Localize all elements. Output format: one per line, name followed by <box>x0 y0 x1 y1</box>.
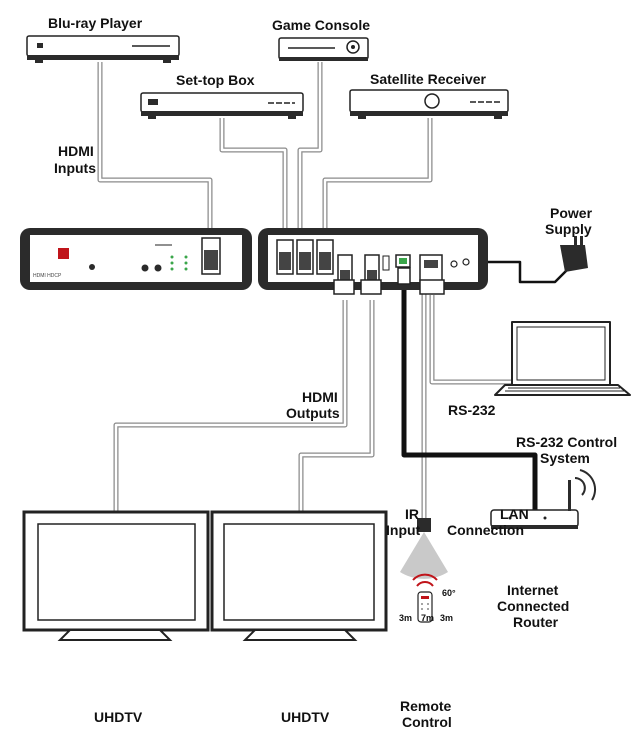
ir-receiver <box>400 518 448 579</box>
label-ir-1: IR <box>405 506 419 522</box>
label-rs232-control-1: RS-232 Control <box>516 434 618 450</box>
remote-control <box>412 573 438 623</box>
usb-port <box>382 255 390 271</box>
power-supply <box>560 236 588 272</box>
display-window <box>58 248 69 259</box>
label-settop: Set-top Box <box>176 72 255 88</box>
label-remote-2: Control <box>402 714 452 730</box>
cable-power <box>470 260 576 284</box>
cable-bluray <box>97 62 213 240</box>
label-dist-left: 3m <box>399 613 413 623</box>
label-game-console: Game Console <box>272 17 371 33</box>
ir-cone <box>400 532 448 579</box>
button-1 <box>141 264 149 272</box>
label-tv-2: UHDTV <box>281 709 330 725</box>
matrix-rear-panel <box>258 228 488 290</box>
cable-rs232 <box>429 295 515 385</box>
game-console <box>278 37 369 61</box>
label-dist-right: 3m <box>440 613 454 623</box>
label-hdmi-outputs-1: HDMI <box>302 389 338 405</box>
label-rs232: RS-232 <box>448 402 496 418</box>
cable-settop <box>219 118 288 240</box>
label-internet-3: Router <box>513 614 559 630</box>
hdmi-input-connectors <box>276 239 334 275</box>
label-tv-1: UHDTV <box>94 709 143 725</box>
power-port <box>462 258 470 266</box>
label-hdmi-inputs-2: Inputs <box>54 160 96 176</box>
bluray-player <box>26 35 180 63</box>
label-internet-2: Connected <box>497 598 570 614</box>
rs232-laptop <box>494 321 631 396</box>
uhdtv-2 <box>210 510 388 641</box>
label-angle: 60° <box>442 588 456 598</box>
label-power-2: Supply <box>545 221 592 237</box>
label-hdmi-outputs-2: Outputs <box>286 405 340 421</box>
label-ir-2: Input <box>386 522 421 538</box>
label-power-1: Power <box>550 205 593 221</box>
label-dist-center: 7m <box>421 613 435 623</box>
button-2 <box>154 264 162 272</box>
status-leds <box>170 255 188 271</box>
matrix-front-panel: HDMI HDCP <box>20 228 252 290</box>
connector-plugs <box>333 267 445 295</box>
label-lan-2: Connection <box>447 522 524 538</box>
label-internet-1: Internet <box>507 582 559 598</box>
svg-text:HDMI HDCP: HDMI HDCP <box>33 273 62 279</box>
label-satellite: Satellite Receiver <box>370 71 486 87</box>
label-hdmi-inputs-1: HDMI <box>58 143 94 159</box>
uhdtv-1 <box>22 510 210 641</box>
label-rs232-control-2: System <box>540 450 590 466</box>
cable-lan <box>401 275 538 510</box>
internet-router <box>490 469 597 529</box>
label-bluray: Blu-ray Player <box>48 15 143 31</box>
hdmi-output-connectors <box>337 254 380 284</box>
ir-port <box>450 260 458 268</box>
label-remote-1: Remote <box>400 698 452 714</box>
settop-box <box>140 92 304 119</box>
satellite-receiver <box>349 89 509 119</box>
label-lan-1: LAN <box>500 506 529 522</box>
